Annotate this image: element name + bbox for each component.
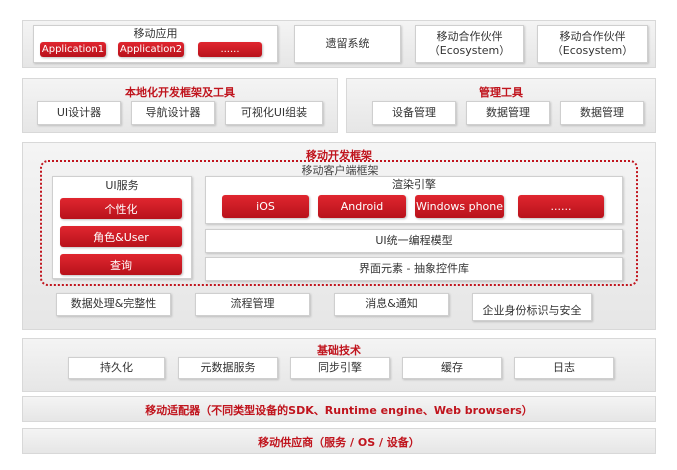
identity-security-box: 企业身份标识与安全 (472, 293, 592, 321)
partner-2-line2: （Ecosystem） (551, 44, 634, 57)
base-tech-title: 基础技术 (317, 344, 361, 357)
persistence-box: 持久化 (68, 357, 165, 379)
sync-engine-box: 同步引擎 (290, 357, 390, 379)
partner-1-line1: 移动合作伙伴 (436, 29, 503, 43)
metadata-service-box: 元数据服务 (178, 357, 278, 379)
app-item-1: Application1 (40, 42, 106, 57)
device-mgmt-box: 设备管理 (372, 101, 456, 125)
data-integrity-box: 数据处理&完整性 (56, 293, 171, 316)
data-mgmt-box-1: 数据管理 (466, 101, 550, 125)
ui-programming-model-box: UI统一编程模型 (205, 229, 623, 253)
render-engine-title: 渲染引擎 (392, 178, 436, 191)
visual-ui-assembly-box: 可视化UI组装 (225, 101, 323, 125)
ui-service-title: UI服务 (105, 179, 139, 192)
mgmt-tools-title: 管理工具 (479, 86, 523, 99)
android-box: Android (318, 195, 406, 218)
ios-box: iOS (222, 195, 309, 218)
adapter-panel: 移动适配器（不同类型设备的SDK、Runtime engine、Web brow… (22, 396, 656, 422)
adapter-title: 移动适配器（不同类型设备的SDK、Runtime engine、Web brow… (145, 404, 533, 417)
message-notify-box: 消息&通知 (334, 293, 449, 316)
mobile-apps-title: 移动应用 (133, 27, 178, 40)
app-item-more: ...... (198, 42, 262, 57)
client-framework-border (40, 160, 638, 286)
query-box: 查询 (60, 254, 182, 275)
nav-designer-box: 导航设计器 (131, 101, 215, 125)
app-item-2: Application2 (118, 42, 184, 57)
client-framework-title: 移动客户端框架 (301, 164, 379, 177)
mobile-framework-title: 移动开发框架 (306, 149, 372, 162)
windows-phone-box: Windows phone (415, 195, 504, 218)
data-mgmt-box-2: 数据管理 (560, 101, 644, 125)
cache-box: 缓存 (402, 357, 502, 379)
partner-1-line2: （Ecosystem） (428, 44, 511, 57)
partner-ecosystem-box-2: 移动合作伙伴 （Ecosystem） (537, 25, 648, 63)
provider-panel: 移动供应商（服务 / OS / 设备） (22, 428, 656, 454)
personalization-box: 个性化 (60, 198, 182, 219)
legacy-system-box: 遗留系统 (294, 25, 401, 63)
ui-elements-box: 界面元素 - 抽象控件库 (205, 257, 623, 281)
role-user-box: 角色&User (60, 226, 182, 247)
partner-2-line1: 移动合作伙伴 (559, 29, 626, 43)
provider-title: 移动供应商（服务 / OS / 设备） (258, 436, 420, 449)
partner-ecosystem-box-1: 移动合作伙伴 （Ecosystem） (415, 25, 524, 63)
local-framework-title: 本地化开发框架及工具 (125, 86, 235, 99)
log-box: 日志 (514, 357, 614, 379)
ui-designer-box: UI设计器 (37, 101, 121, 125)
render-more-box: ...... (518, 195, 604, 218)
process-mgmt-box: 流程管理 (195, 293, 310, 316)
